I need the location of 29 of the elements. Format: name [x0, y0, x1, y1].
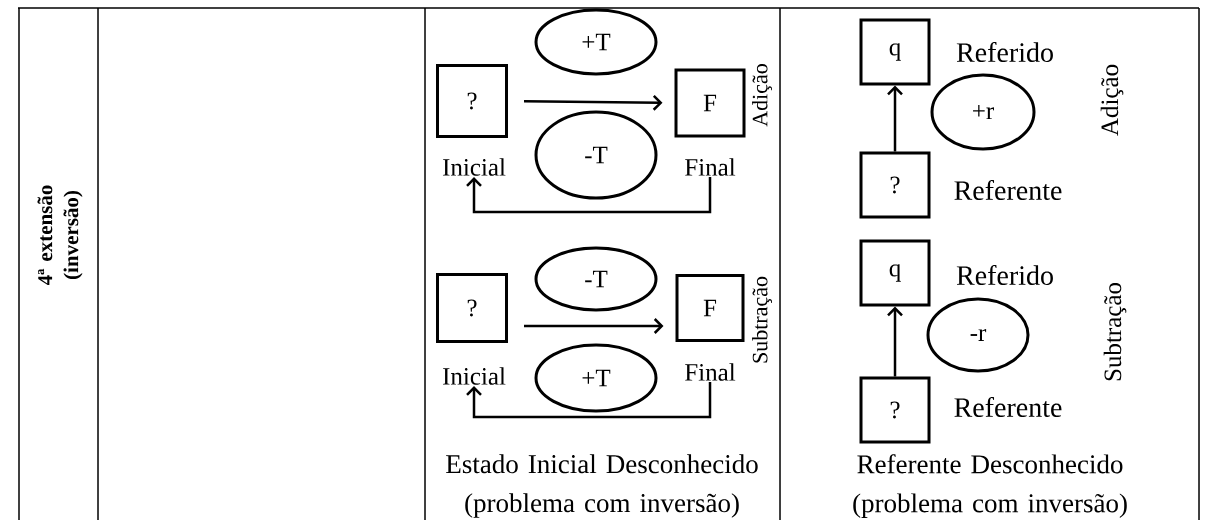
square-box: ? [436, 64, 508, 138]
oval: +T [534, 343, 658, 413]
box-label: Referido [956, 265, 1053, 285]
arrow [466, 177, 712, 214]
arrow [524, 318, 664, 334]
square-box: q [859, 18, 931, 86]
square-box: ? [436, 273, 508, 343]
square-box: ? [859, 151, 931, 219]
row-header: 4ª extensão (inversão) [37, 185, 83, 286]
square-box: ? [859, 376, 931, 444]
box-label: Final [685, 363, 736, 381]
oval: +r [930, 73, 1036, 151]
oval: -r [926, 297, 1030, 373]
oval: -T [534, 246, 658, 312]
box-label: Inicial [443, 158, 506, 176]
square-box: F [674, 68, 746, 138]
box-label: Referente [954, 180, 1062, 200]
square-box: q [859, 239, 931, 307]
arrow [887, 306, 903, 377]
square-box: F [675, 274, 745, 342]
box-label: Final [685, 158, 736, 176]
oval: -T [534, 110, 658, 200]
arrow [887, 85, 903, 152]
arrow [466, 382, 712, 419]
box-label: Referente [954, 397, 1062, 417]
arrow [524, 94, 663, 111]
oval: +T [534, 8, 658, 76]
box-label: Referido [956, 42, 1053, 62]
box-label: Inicial [443, 367, 506, 385]
